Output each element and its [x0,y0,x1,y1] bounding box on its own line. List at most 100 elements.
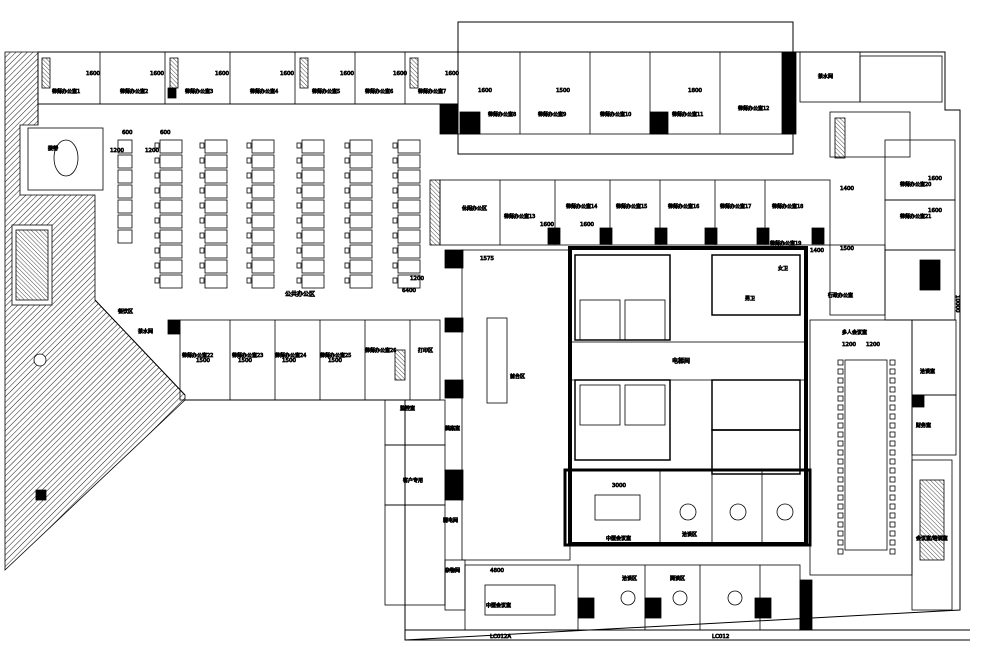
chair [154,187,160,194]
conference-chair [889,359,896,366]
dimension-label: 3000 [612,483,626,489]
chair [246,157,252,164]
dimension-label: 1200 [110,148,124,154]
room-label: 律师办公室15 [616,203,647,210]
axis-label: LC012 [712,634,729,640]
workstation-desk [204,214,228,229]
workstation-desk [204,244,228,259]
conference-chair [837,494,844,501]
room-label: 律师办公室17 [720,203,751,210]
workstation-desk [349,139,373,154]
workstation-desk [251,139,275,154]
chair [296,172,302,179]
conference-chair [837,521,844,528]
chair [199,247,205,254]
workstation-desk [397,199,421,214]
workstation-desk [301,199,325,214]
workstation-desk [251,229,275,244]
conference-chair [889,539,896,546]
exterior-hatch [4,51,186,571]
conference-chair [837,467,844,474]
conference-chair [837,512,844,519]
chair [199,187,205,194]
workstation-desk [349,259,373,274]
conference-chair [837,476,844,483]
workstation-desk [204,259,228,274]
conference-chair [889,404,896,411]
chair [199,217,205,224]
dimension-label: 600 [122,130,133,136]
chair [154,172,160,179]
chair [392,232,398,239]
room-label: 律师办公室10 [600,111,631,118]
medium-meeting-table [594,494,641,521]
chair [199,202,205,209]
chair [392,172,398,179]
chair [154,142,160,149]
workstation-desk [301,169,325,184]
conference-chair [889,440,896,447]
conference-chair [889,449,896,456]
dimension-label: 6400 [402,288,416,294]
conference-chair [837,485,844,492]
workstation-desk [301,244,325,259]
workstation-desk [301,274,325,289]
chair [246,187,252,194]
conference-chair [889,431,896,438]
dimension-label: 1500 [238,358,252,364]
room-label: 财务室 [916,422,931,429]
chair [344,277,350,284]
dimension-label: 1600 [928,176,942,182]
workstation-desk [301,229,325,244]
dimension-label: 1600 [150,71,164,77]
chair [296,232,302,239]
workstation-desk [159,214,183,229]
chair [392,142,398,149]
workstation-desk [301,139,325,154]
room-label: 律师办公室19 [770,240,801,247]
dimension-label: 1600 [280,71,294,77]
workstation-desk [397,229,421,244]
chair [154,277,160,284]
conference-chair [837,431,844,438]
room-label: 律师办公室21 [900,213,931,220]
workstation-grid [117,139,896,555]
room-label: 律师办公室22 [182,352,213,359]
room-label: 中型会议室 [606,535,631,542]
conference-chair [837,404,844,411]
dimension-label: 1500 [840,246,854,252]
chair [246,232,252,239]
workstation-desk [204,199,228,214]
room-label: 接待 [48,145,58,152]
conference-chair [889,386,896,393]
conference-chair [889,494,896,501]
workstation-desk [251,154,275,169]
conference-chair [889,476,896,483]
room-label: 餐饮区 [118,308,133,315]
room-label: 公共办公区 [285,290,315,298]
chair [344,247,350,254]
conference-chair [889,530,896,537]
chair [344,172,350,179]
room-label: 茶水间 [138,328,153,335]
workstation-desk [397,274,421,289]
room-label: 多人会议室 [842,329,867,336]
grid-axis-labels: LC012A LC012 [490,634,730,641]
workstation-desk [204,139,228,154]
workstation-desk [251,274,275,289]
dimension-label: 1400 [840,186,854,192]
room-label: 杂物间 [445,567,460,574]
chair [344,142,350,149]
workstation-desk [349,184,373,199]
room-label: 律师办公室20 [900,181,931,188]
conference-chair [837,377,844,384]
chair [246,142,252,149]
chair [246,262,252,269]
room-label: 休闲办公区 [462,205,487,212]
top-right-office-row [457,51,943,135]
conference-chair [837,530,844,537]
chair [344,262,350,269]
workstation-desk [397,244,421,259]
conference-chair [889,395,896,402]
room-label: 律师办公室5 [312,88,340,95]
